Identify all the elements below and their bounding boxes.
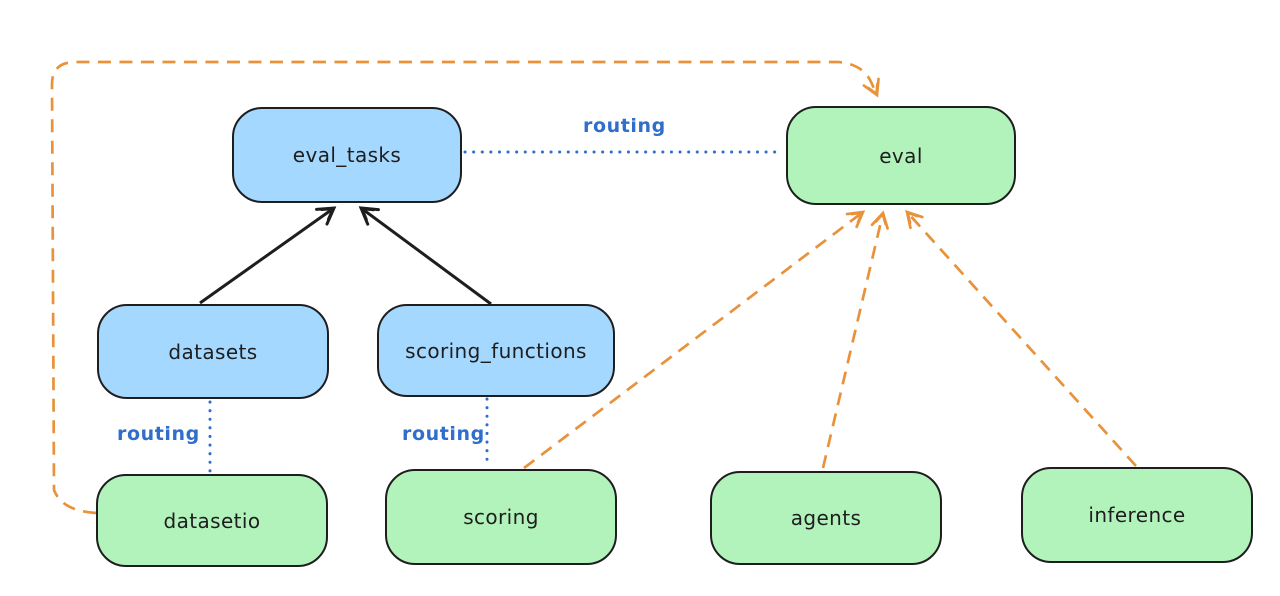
node-datasets-label: datasets bbox=[168, 339, 258, 364]
arrow-inference-to-eval bbox=[905, 209, 1138, 467]
node-inference: inference bbox=[1021, 467, 1253, 563]
routing-label-scoring-functions-scoring: routing bbox=[402, 423, 485, 445]
node-datasetio-label: datasetio bbox=[163, 508, 261, 533]
node-inference-label: inference bbox=[1088, 503, 1186, 527]
routing-label-datasets-datasetio: routing bbox=[117, 423, 200, 445]
arrow-datasets-to-eval-tasks bbox=[199, 206, 337, 305]
node-eval-tasks: eval_tasks bbox=[232, 107, 462, 203]
node-datasets: datasets bbox=[97, 304, 329, 399]
node-scoring-functions-label: scoring_functions bbox=[405, 338, 587, 363]
node-scoring-functions: scoring_functions bbox=[377, 304, 615, 397]
node-scoring: scoring bbox=[385, 469, 617, 565]
node-eval: eval bbox=[786, 106, 1016, 205]
node-eval-label: eval bbox=[879, 143, 923, 168]
node-agents-label: agents bbox=[790, 506, 862, 530]
node-datasetio: datasetio bbox=[96, 474, 328, 567]
node-eval-tasks-label: eval_tasks bbox=[292, 143, 402, 167]
node-agents: agents bbox=[710, 471, 942, 565]
arrow-scoring-functions-to-eval-tasks bbox=[358, 206, 492, 306]
node-scoring-label: scoring bbox=[463, 505, 539, 529]
arrow-datasetio-to-eval bbox=[50, 60, 880, 515]
arrow-agents-to-eval bbox=[821, 210, 889, 469]
routing-label-eval-tasks-eval: routing bbox=[583, 115, 666, 137]
